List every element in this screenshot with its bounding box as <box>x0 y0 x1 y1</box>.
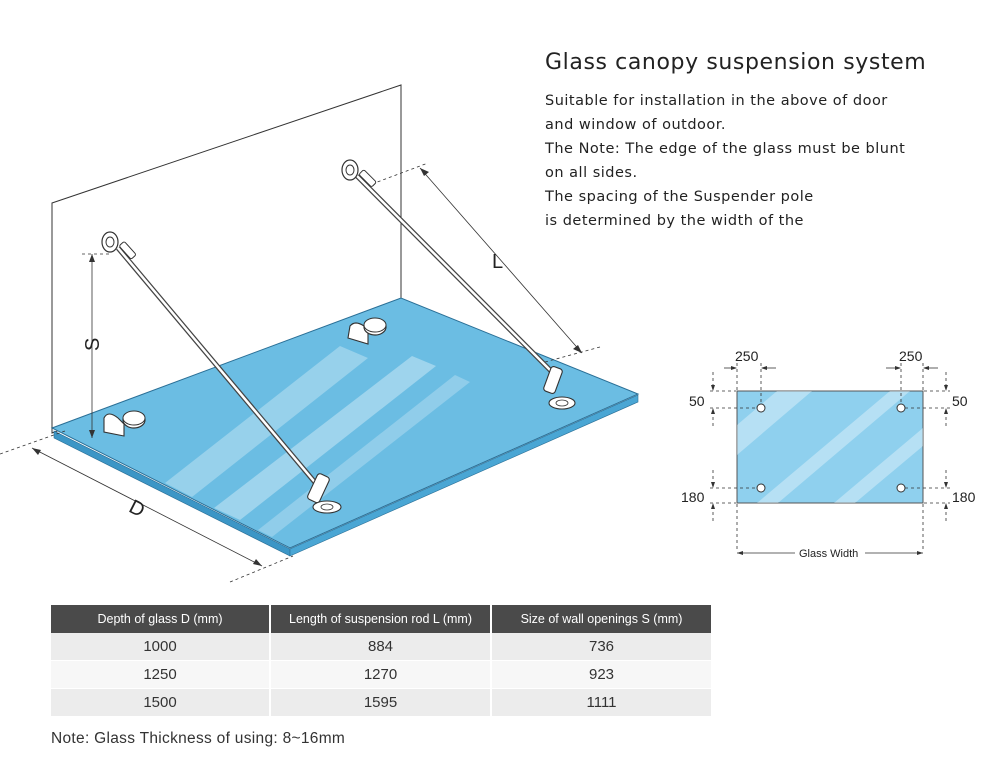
wall-bracket-rear <box>347 317 387 345</box>
table-header-wall-openings: Size of wall openings S (mm) <box>491 605 711 633</box>
plan-width-label: Glass Width <box>799 548 858 560</box>
glass-panel <box>50 297 640 557</box>
description-line: is determined by the width of the <box>545 213 804 229</box>
plan-dim-top-left: 250 <box>735 348 759 364</box>
description-line: The Note: The edge of the glass must be … <box>545 141 906 157</box>
table-header-depth: Depth of glass D (mm) <box>51 605 271 633</box>
table-header-row: Depth of glass D (mm) Length of suspensi… <box>51 605 711 633</box>
plan-dim-left-bottom: 180 <box>681 489 705 505</box>
table-cell: 1595 <box>270 688 492 717</box>
table-cell: 923 <box>491 660 711 689</box>
table-cell: 1111 <box>491 688 711 717</box>
table-cell: 1250 <box>51 660 271 689</box>
dimension-d <box>0 430 294 583</box>
plan-view: 250 250 50 50 180 180 Glass Width <box>681 348 976 560</box>
plan-dim-left-top: 50 <box>689 393 705 409</box>
suspension-rod-rear <box>341 159 576 410</box>
table-row: 1250 1270 923 <box>51 660 711 689</box>
description-line: on all sides. <box>545 165 638 181</box>
mount-hole <box>756 483 766 493</box>
dimension-s <box>82 253 112 438</box>
table-cell: 1000 <box>51 633 271 661</box>
dimension-d-label: D <box>125 496 148 522</box>
table-row: 1500 1595 1111 <box>51 688 711 717</box>
table-cell: 736 <box>491 633 711 661</box>
plan-dim-right-top: 50 <box>952 393 968 409</box>
mount-hole <box>756 403 766 413</box>
wall-bracket-front <box>103 410 146 437</box>
table-cell: 884 <box>270 633 492 661</box>
plan-dim-right-bottom: 180 <box>952 489 976 505</box>
mount-hole <box>896 403 906 413</box>
page-title: Glass canopy suspension system <box>545 50 927 75</box>
suspension-rod-front <box>101 231 342 514</box>
description: Suitable for installation in the above o… <box>545 89 965 233</box>
plan-dim-top-right: 250 <box>899 348 923 364</box>
plan-glass <box>736 390 924 504</box>
description-line: Suitable for installation in the above o… <box>545 93 888 109</box>
description-line: The spacing of the Suspender pole <box>545 189 814 205</box>
spec-table: Depth of glass D (mm) Length of suspensi… <box>51 605 711 717</box>
mount-hole <box>896 483 906 493</box>
thickness-note: Note: Glass Thickness of using: 8~16mm <box>51 730 346 747</box>
dimension-l-label: L <box>492 251 503 273</box>
description-line: and window of outdoor. <box>545 117 727 133</box>
dimension-s-label: S <box>82 338 104 351</box>
table-header-rod-length: Length of suspension rod L (mm) <box>270 605 492 633</box>
table-cell: 1500 <box>51 688 271 717</box>
dimension-l <box>371 162 601 363</box>
table-row: 1000 884 736 <box>51 633 711 661</box>
table-cell: 1270 <box>270 660 492 689</box>
